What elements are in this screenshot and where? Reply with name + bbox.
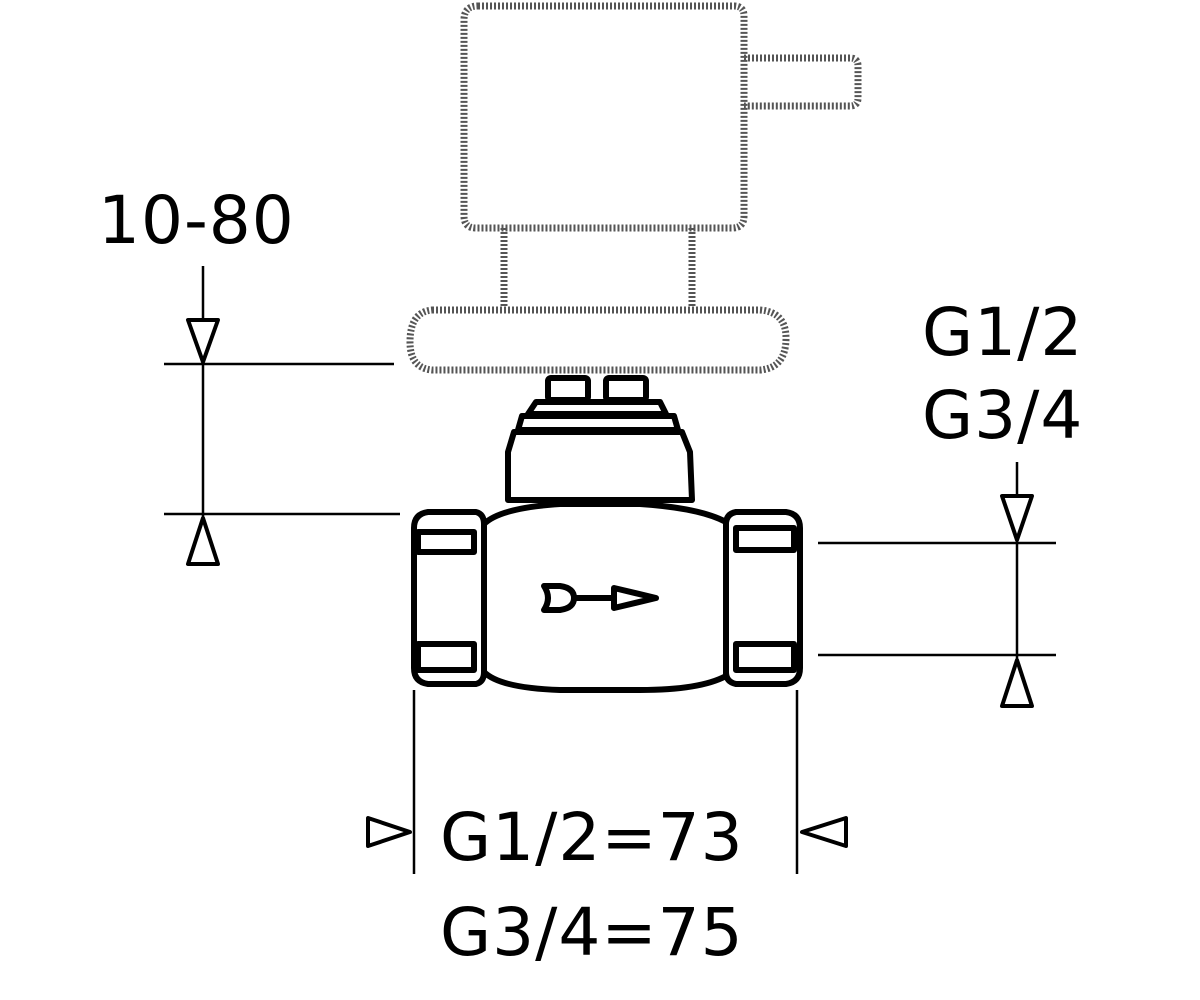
hex-right-facet-bottom (733, 641, 797, 673)
body-hex-right (723, 509, 803, 687)
arrow-head-left-icon (800, 816, 848, 848)
thread-size-label-2: G3/4 (922, 377, 1083, 454)
dimension-length (366, 690, 848, 874)
spindle-bonnet (505, 375, 695, 503)
dimension-height (164, 266, 400, 566)
valve-body (411, 501, 803, 693)
length-label-g12: G1/2=73 (440, 799, 744, 876)
arrow-head-down-icon (1000, 494, 1034, 542)
body-hex-left (411, 509, 487, 687)
hex-left-facet-top (415, 529, 477, 555)
length-label-g34: G3/4=75 (440, 894, 744, 971)
handle-head (460, 2, 748, 232)
rosette-plate (406, 306, 790, 374)
handle-neck (500, 228, 696, 308)
handle-assembly (406, 2, 862, 374)
handle-lever (744, 54, 862, 110)
spindle-nut-right (603, 375, 649, 403)
bonnet-body (505, 429, 695, 503)
arrow-head-down-icon (186, 318, 220, 364)
thread-size-label-1: G1/2 (922, 294, 1083, 371)
dimension-thread (818, 462, 1056, 708)
spindle-nut-left (545, 375, 591, 403)
height-range-label: 10-80 (98, 182, 295, 259)
spindle-collar (515, 399, 681, 433)
flow-direction-arrow (541, 583, 659, 613)
hex-right-facet-top (733, 525, 797, 553)
hex-left-facet-bottom (415, 641, 477, 673)
arrow-head-right-icon (366, 816, 412, 848)
arrow-head-up-icon (186, 516, 220, 566)
arrow-head-up-icon (1000, 658, 1034, 708)
